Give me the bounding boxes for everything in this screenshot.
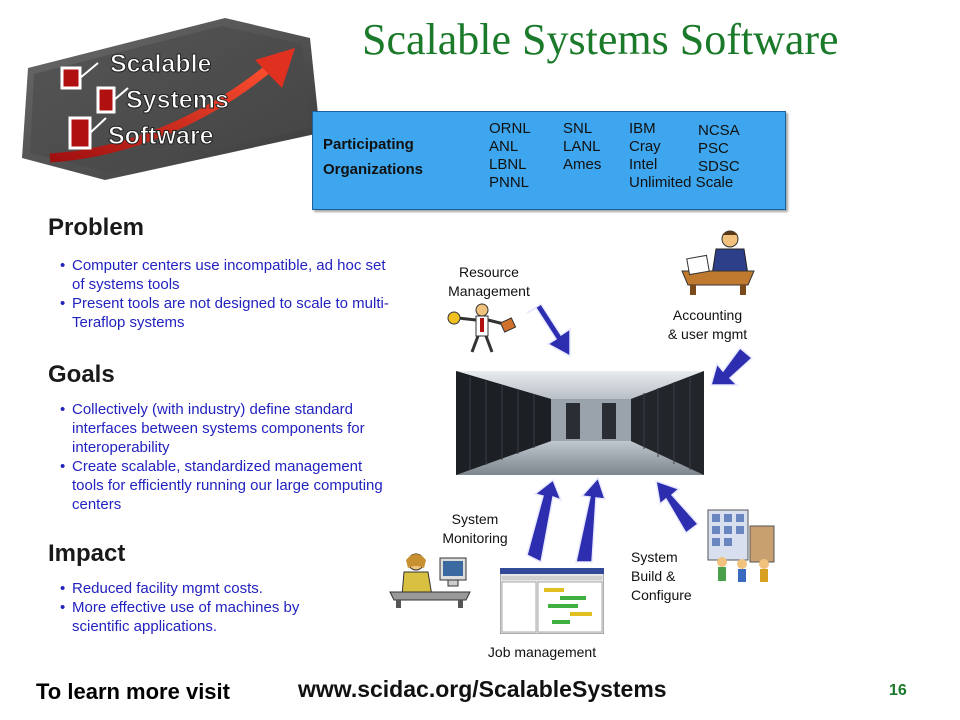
- bullet-item: Collectively (with industry) define stan…: [60, 400, 390, 457]
- label-line: Accounting: [672, 307, 743, 323]
- system-build-clipart: [707, 509, 775, 582]
- org-name: Unlimited Scale: [629, 174, 734, 191]
- arrow-resource-to-center: [526, 302, 571, 358]
- bullet-item: More effective use of machines by scient…: [60, 598, 350, 636]
- accounting-label: Accounting & user mgmt: [640, 306, 775, 344]
- footer-learn-more: To learn more visit: [36, 679, 230, 704]
- org-name: PNNL: [489, 174, 530, 191]
- org-name: Ames: [563, 156, 602, 173]
- system-monitoring-clipart: [389, 553, 471, 608]
- problem-heading: Problem: [48, 214, 145, 241]
- org-name: ANL: [489, 138, 519, 155]
- org-name: Cray: [629, 138, 661, 155]
- org-column-4: NCSA PSC SDSC: [698, 122, 740, 176]
- logo-line3: Software: [108, 122, 214, 150]
- org-name: SDSC: [698, 158, 740, 175]
- org-name: PSC: [698, 140, 729, 157]
- resource-management-clipart: [447, 303, 517, 353]
- label-line: & user mgmt: [667, 326, 748, 342]
- logo-line1: Scalable: [110, 50, 212, 78]
- bullet-item: Reduced facility mgmt costs.: [60, 579, 350, 598]
- org-name: LANL: [563, 138, 601, 155]
- accounting-clipart: [681, 230, 755, 295]
- page-number: 16: [889, 682, 907, 699]
- impact-heading: Impact: [48, 540, 126, 567]
- data-center-image: [456, 371, 704, 475]
- impact-bullets: Reduced facility mgmt costs. More effect…: [60, 579, 350, 636]
- org-heading-line2: Organizations: [323, 161, 424, 178]
- org-name: IBM: [629, 120, 656, 137]
- bullet-item: Create scalable, standardized management…: [60, 457, 390, 514]
- label-line: Resource: [459, 264, 519, 280]
- goals-bullets: Collectively (with industry) define stan…: [60, 400, 390, 514]
- label-line: Build &: [631, 568, 676, 584]
- goals-heading: Goals: [48, 361, 115, 388]
- arrow-accounting-to-center: [710, 346, 754, 386]
- label-line: System: [451, 511, 499, 527]
- slide-title: Scalable Systems Software: [362, 15, 839, 64]
- org-name: SNL: [563, 120, 593, 137]
- participating-organizations-box: Participating Organizations ORNL ANL LBN…: [312, 111, 786, 210]
- logo-line2: Systems: [126, 86, 229, 114]
- org-heading-line1: Participating: [323, 136, 414, 153]
- job-management-label: Job management: [487, 644, 597, 660]
- label-line: Management: [448, 283, 530, 299]
- org-name: NCSA: [698, 122, 740, 139]
- scalable-systems-logo: Scalable Systems Software: [22, 18, 320, 180]
- problem-bullets: Computer centers use incompatible, ad ho…: [60, 256, 390, 332]
- system-monitoring-label: System Monitoring: [420, 510, 530, 548]
- org-name: LBNL: [489, 156, 527, 173]
- job-management-screenshot: [500, 568, 604, 634]
- arrow-monitoring-to-center: [526, 478, 563, 564]
- org-column-1: ORNL ANL LBNL PNNL: [489, 120, 531, 192]
- system-build-label: System Build & Configure: [631, 548, 721, 605]
- label-line: System: [631, 549, 678, 565]
- footer-url-link[interactable]: www.scidac.org/ScalableSystems: [298, 676, 667, 702]
- arrow-job-to-center: [575, 476, 607, 563]
- label-line: Configure: [631, 587, 692, 603]
- resource-management-label: Resource Management: [424, 263, 554, 301]
- org-name: ORNL: [489, 120, 531, 137]
- bullet-item: Computer centers use incompatible, ad ho…: [60, 256, 390, 294]
- clock-icon: [447, 311, 461, 325]
- label-line: Monitoring: [442, 530, 508, 546]
- bullet-item: Present tools are not designed to scale …: [60, 294, 390, 332]
- arrow-build-to-center: [655, 479, 700, 535]
- org-name: Intel: [629, 156, 658, 173]
- org-column-3: IBM Cray Intel Unlimited Scale: [629, 120, 733, 192]
- org-column-2: SNL LANL Ames: [563, 120, 601, 174]
